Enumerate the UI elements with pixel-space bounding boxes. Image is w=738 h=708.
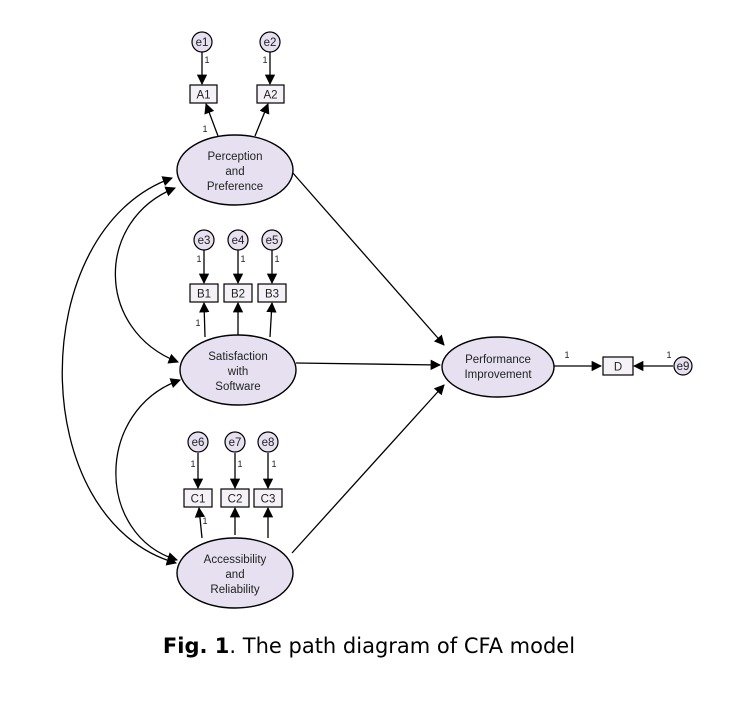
error-term-e8: e8 — [257, 431, 279, 453]
svg-text:Perception: Perception — [208, 151, 263, 163]
indicator-c3: C3 — [253, 488, 283, 508]
svg-text:B3: B3 — [265, 289, 279, 301]
weight-label: 1 — [564, 350, 569, 360]
figure-caption: Fig. 1. The path diagram of CFA model — [0, 634, 738, 658]
indicator-a1: A1 — [189, 84, 218, 104]
error-term-e9: e9 — [673, 356, 693, 376]
svg-text:Reliability: Reliability — [210, 584, 259, 596]
caption-text: . The path diagram of CFA model — [229, 634, 576, 658]
latent-performance-improvement: Performance Improvement — [441, 336, 555, 398]
weight-label: 1 — [271, 459, 276, 469]
error-term-e3: e3 — [193, 229, 215, 251]
covariance-arc-satisfaction-accessibility — [115, 378, 181, 563]
cfa-path-diagram: 1 1 1 1 1 1 1 1 1 1 1 1 1 e1 e2 e3 e4 e5… — [61, 31, 693, 609]
indicator-a2: A2 — [256, 84, 285, 104]
svg-text:C3: C3 — [261, 494, 276, 506]
error-term-e5: e5 — [261, 229, 283, 251]
svg-text:e5: e5 — [266, 235, 279, 247]
svg-text:e7: e7 — [229, 437, 242, 449]
covariance-arc-perception-accessibility — [61, 176, 177, 566]
svg-text:and: and — [225, 166, 244, 178]
indicator-d: D — [602, 356, 634, 376]
error-term-e7: e7 — [224, 431, 246, 453]
svg-text:e8: e8 — [262, 437, 275, 449]
svg-text:e9: e9 — [677, 361, 690, 373]
indicator-b1: B1 — [189, 283, 219, 303]
loading-b3 — [266, 301, 277, 338]
indicator-c1: C1 — [183, 488, 213, 508]
svg-text:and: and — [225, 569, 244, 581]
svg-text:A2: A2 — [263, 90, 277, 102]
loading-a2 — [254, 103, 270, 137]
svg-text:Software: Software — [215, 381, 260, 393]
covariance-arc-perception-satisfaction — [114, 186, 179, 364]
indicator-b3: B3 — [257, 283, 287, 303]
weight-label: 1 — [240, 254, 245, 264]
indicator-c2: C2 — [220, 488, 250, 508]
error-term-e2: e2 — [259, 31, 281, 53]
svg-text:C1: C1 — [191, 494, 206, 506]
path-satisfaction-performance — [295, 359, 442, 371]
svg-text:e4: e4 — [232, 235, 245, 247]
svg-text:D: D — [614, 362, 622, 374]
indicator-b2: B2 — [223, 283, 253, 303]
weight-label: 1 — [195, 318, 200, 328]
weight-label: 1 — [274, 254, 279, 264]
weight-label: 1 — [666, 350, 671, 360]
svg-text:B2: B2 — [231, 289, 245, 301]
weight-label: 1 — [202, 516, 207, 526]
svg-text:e1: e1 — [196, 37, 209, 49]
svg-text:e6: e6 — [192, 437, 205, 449]
loading-a1 — [204, 103, 219, 137]
svg-text:B1: B1 — [197, 289, 211, 301]
svg-text:Preference: Preference — [207, 181, 263, 193]
error-term-e6: e6 — [187, 431, 209, 453]
svg-text:e2: e2 — [264, 37, 277, 49]
weight-label: 1 — [237, 459, 242, 469]
latent-satisfaction-with-software: Satisfaction with Software — [179, 334, 297, 406]
svg-text:C2: C2 — [228, 494, 243, 506]
weight-label: 1 — [262, 55, 267, 65]
figure-number: Fig. 1 — [162, 634, 230, 658]
weight-label: 1 — [204, 55, 209, 65]
svg-text:Improvement: Improvement — [464, 369, 532, 381]
svg-text:A1: A1 — [196, 90, 210, 102]
error-term-e4: e4 — [227, 229, 249, 251]
svg-text:Accessibility: Accessibility — [204, 554, 267, 566]
svg-text:Performance: Performance — [465, 354, 531, 366]
weight-label: 1 — [196, 254, 201, 264]
loading-b1 — [199, 301, 210, 338]
loading-c1 — [194, 506, 206, 539]
svg-text:with: with — [227, 366, 248, 378]
weight-label: 1 — [202, 124, 207, 134]
path-accessibility-performance — [291, 384, 445, 554]
weight-label: 1 — [190, 459, 195, 469]
svg-text:Satisfaction: Satisfaction — [208, 351, 267, 363]
error-term-e1: e1 — [191, 31, 213, 53]
path-perception-performance — [291, 171, 445, 346]
latent-perception-and-preference: Perception and Preference — [176, 134, 294, 206]
latent-accessibility-and-reliability: Accessibility and Reliability — [176, 537, 294, 609]
svg-text:e3: e3 — [198, 235, 211, 247]
